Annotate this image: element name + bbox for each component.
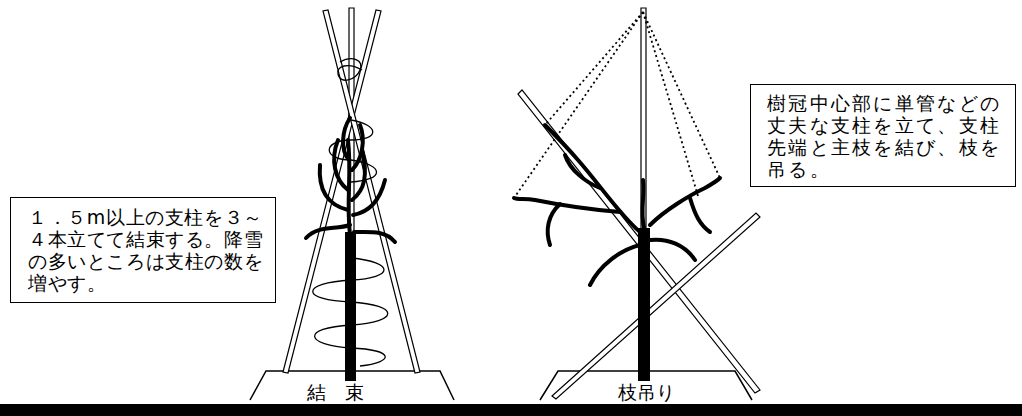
hung-tree [514,8,760,400]
bundled-tree [283,8,420,400]
figure-caption: 結 束 [304,381,367,403]
note-box: １．５m以上の支柱を３～４本立てて結束する。降雪の多いところは支柱の数を増やす。 [10,197,276,303]
bottom-band [0,404,1022,416]
note-text: 樹冠中心部に単管などの丈夫な支柱を立て、支柱先端と主枝を結び、枝を吊る。 [767,92,1005,180]
note-box: 樹冠中心部に単管などの丈夫な支柱を立て、支柱先端と主枝を結び、枝を吊る。 [750,84,1016,187]
figure-caption: 枝吊り [615,381,678,403]
note-text: １．５m以上の支柱を３～４本立てて結束する。降雪の多いところは支柱の数を増やす。 [28,206,265,294]
